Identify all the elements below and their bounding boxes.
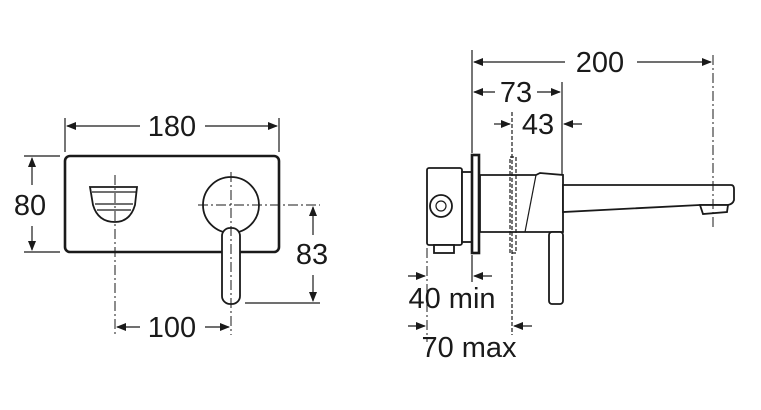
dimension-lever-drop: 83 xyxy=(296,239,328,271)
front-view: 180 80 83 100 xyxy=(14,111,328,344)
dimension-center-distance: 100 xyxy=(148,312,196,344)
dimension-height: 80 xyxy=(14,190,46,222)
dimension-wall-offset: 43 xyxy=(522,109,554,141)
flange-plate xyxy=(470,153,481,255)
spout-outlet xyxy=(88,186,139,223)
wall-surface xyxy=(509,156,517,254)
dimension-body-projection: 73 xyxy=(500,77,532,109)
valve-box xyxy=(426,167,473,254)
dimension-min-depth: 40 min xyxy=(408,283,495,315)
side-lever xyxy=(548,231,564,305)
dimension-width: 180 xyxy=(148,111,196,143)
spout xyxy=(562,184,735,213)
dimension-total-projection: 200 xyxy=(576,47,624,79)
mixer-body xyxy=(479,172,564,233)
side-view: 200 73 43 40 min 70 max xyxy=(408,47,735,364)
dimension-max-depth: 70 max xyxy=(421,332,517,364)
